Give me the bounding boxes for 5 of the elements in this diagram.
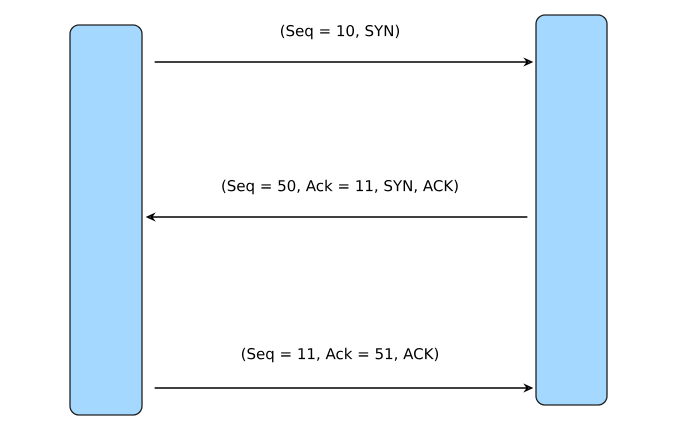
lifeline-bar bbox=[69, 24, 143, 416]
edge-label: (Seq = 10, SYN) bbox=[280, 24, 400, 40]
edge-label: (Seq = 11, Ack = 51, ACK) bbox=[242, 348, 438, 362]
lifeline-bar bbox=[535, 14, 608, 406]
edge-label: (Seq = 50, Ack = 11, SYN, ACK) bbox=[222, 180, 458, 194]
